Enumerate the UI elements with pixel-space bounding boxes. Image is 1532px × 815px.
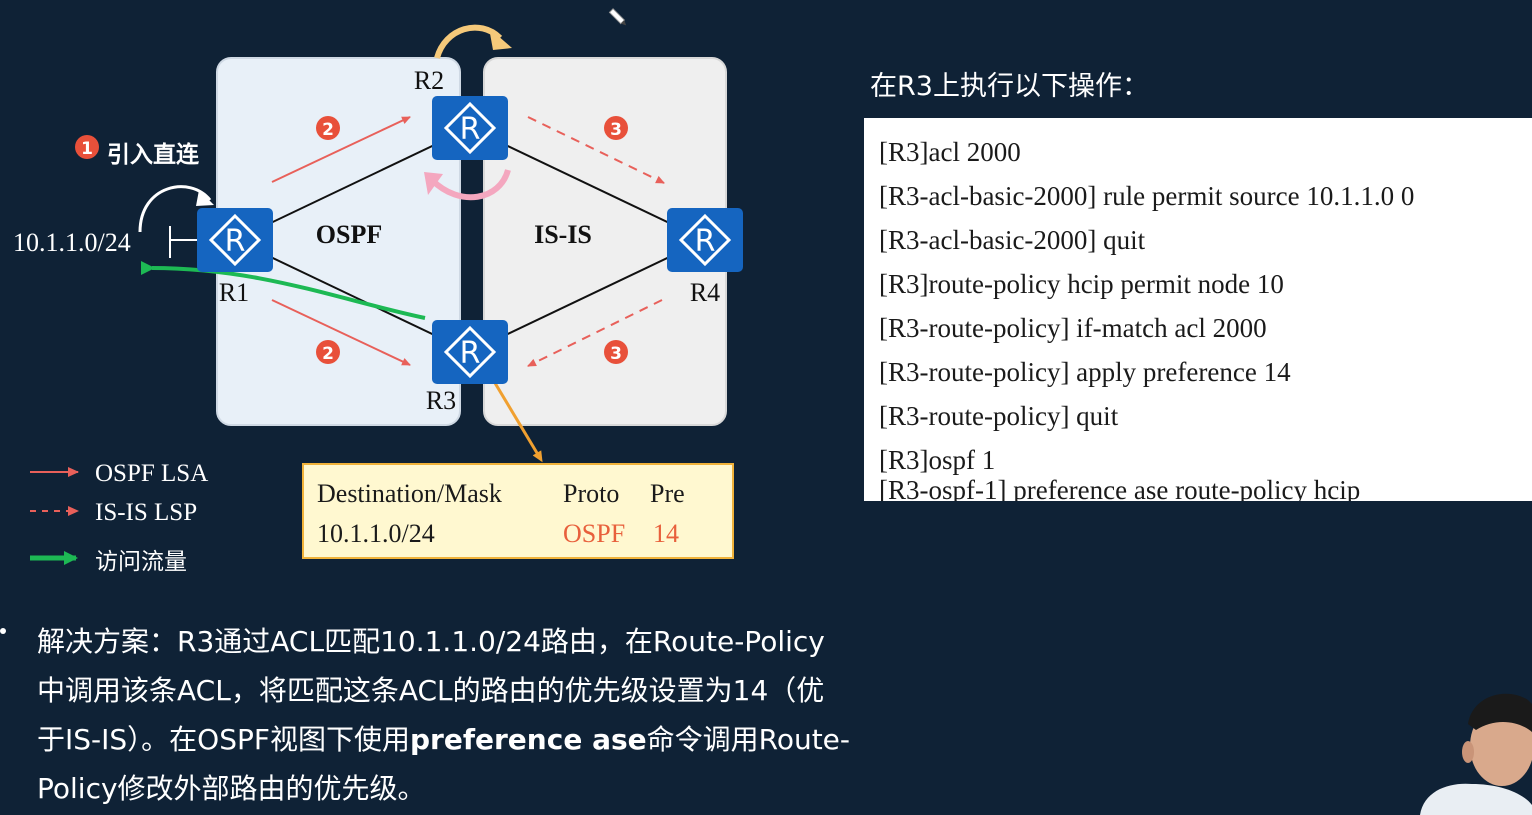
router-label-r4: R4 bbox=[690, 278, 720, 307]
legend: OSPF LSA IS-IS LSP 访问流量 bbox=[30, 460, 208, 575]
router-r4: R bbox=[667, 208, 743, 272]
solution-text: 解决方案：R3通过ACL匹配10.1.1.0/24路由，在Route-Polic… bbox=[37, 617, 852, 813]
route-table-header-proto: Proto bbox=[563, 479, 620, 508]
legend-label-ospf-lsa: OSPF LSA bbox=[95, 460, 208, 487]
command-line: [R3-route-policy] quit bbox=[879, 401, 1119, 431]
traffic-arrow bbox=[140, 260, 426, 320]
redistribute-arrow-bottom bbox=[429, 169, 511, 201]
command-line: [R3-ospf-1] preference ase route-policy … bbox=[879, 475, 1361, 501]
route-table-callout bbox=[490, 377, 543, 463]
link-r2-r4 bbox=[469, 127, 706, 241]
link-r1-r3 bbox=[234, 239, 471, 353]
redistribute-arrow-top-head bbox=[489, 28, 512, 50]
import-direct-arrow bbox=[138, 185, 212, 233]
import-direct-label: 引入直连 bbox=[107, 141, 200, 168]
area-label-isis: IS-IS bbox=[534, 220, 592, 249]
commands-title: 在R3上执行以下操作： bbox=[870, 71, 1149, 102]
pen-cursor-icon bbox=[608, 8, 627, 26]
solution-part2: 命令调用Route-Policy修改外部路由的优先级。 bbox=[37, 723, 851, 805]
route-table-cell-proto: OSPF bbox=[563, 519, 626, 548]
solution-part1: 解决方案：R3通过ACL匹配10.1.1.0/24路由，在Route-Polic… bbox=[37, 625, 825, 756]
solution-bold: preference ase bbox=[409, 723, 647, 756]
network-diagram: R R R R R2 R1 R4 R3 OSPF IS-IS 10.1.1.0/… bbox=[13, 8, 743, 575]
ospf-lsa-arrow-r1-r2 bbox=[271, 116, 411, 183]
import-direct-arrow-head bbox=[196, 190, 214, 206]
route-table-cell-destination: 10.1.1.0/24 bbox=[317, 519, 435, 548]
command-box: [R3]acl 2000 [R3-acl-basic-2000] rule pe… bbox=[864, 118, 1532, 501]
svg-text:1: 1 bbox=[81, 139, 93, 159]
route-table-header-destination: Destination/Mask bbox=[317, 479, 502, 508]
command-line: [R3]route-policy hcip permit node 10 bbox=[879, 269, 1284, 299]
router-icon-letter: R bbox=[695, 224, 716, 259]
svg-text:2: 2 bbox=[322, 120, 334, 140]
router-r1: R bbox=[197, 208, 273, 272]
router-icon-letter: R bbox=[460, 336, 481, 371]
ospf-lsa-arrow-r1-r3 bbox=[271, 299, 411, 366]
redistribute-arrow-bottom-head bbox=[424, 172, 443, 195]
svg-text:3: 3 bbox=[610, 120, 622, 140]
router-r2: R bbox=[432, 96, 508, 160]
router-label-r2: R2 bbox=[414, 66, 444, 95]
router-label-r3: R3 bbox=[426, 386, 456, 415]
bullet-dot bbox=[0, 628, 6, 634]
command-line: [R3-route-policy] if-match acl 2000 bbox=[879, 313, 1267, 343]
router-label-r1: R1 bbox=[219, 278, 249, 307]
svg-text:2: 2 bbox=[322, 344, 334, 364]
step-badge-1: 1 bbox=[75, 135, 99, 159]
legend-label-isis-lsp: IS-IS LSP bbox=[95, 499, 197, 526]
router-r3: R bbox=[432, 320, 508, 384]
prefix-label: 10.1.1.0/24 bbox=[13, 228, 131, 257]
svg-text:3: 3 bbox=[610, 344, 622, 364]
router-icon-letter: R bbox=[460, 112, 481, 147]
step-badge-2-bottom: 2 bbox=[316, 340, 340, 364]
route-table-cell-pre: 14 bbox=[653, 519, 679, 548]
link-r3-r4 bbox=[469, 239, 706, 353]
route-table: Destination/Mask Proto Pre 10.1.1.0/24 O… bbox=[302, 463, 734, 559]
step-badge-3-bottom: 3 bbox=[604, 340, 628, 364]
command-line: [R3]ospf 1 bbox=[879, 445, 996, 475]
area-label-ospf: OSPF bbox=[316, 220, 382, 249]
presenter-webcam bbox=[1420, 693, 1532, 815]
step-badge-3-top: 3 bbox=[604, 116, 628, 140]
router-icon-letter: R bbox=[225, 224, 246, 259]
link-r1-r2 bbox=[234, 127, 471, 241]
command-line: [R3-route-policy] apply preference 14 bbox=[879, 357, 1291, 387]
isis-lsp-arrow-r4-r3 bbox=[527, 299, 663, 367]
command-line: [R3]acl 2000 bbox=[879, 137, 1021, 167]
command-line: [R3-acl-basic-2000] rule permit source 1… bbox=[879, 181, 1415, 211]
route-table-header-pre: Pre bbox=[650, 479, 685, 508]
legend-label-traffic: 访问流量 bbox=[95, 549, 187, 575]
command-line: [R3-acl-basic-2000] quit bbox=[879, 225, 1146, 255]
step-badge-2-top: 2 bbox=[316, 116, 340, 140]
